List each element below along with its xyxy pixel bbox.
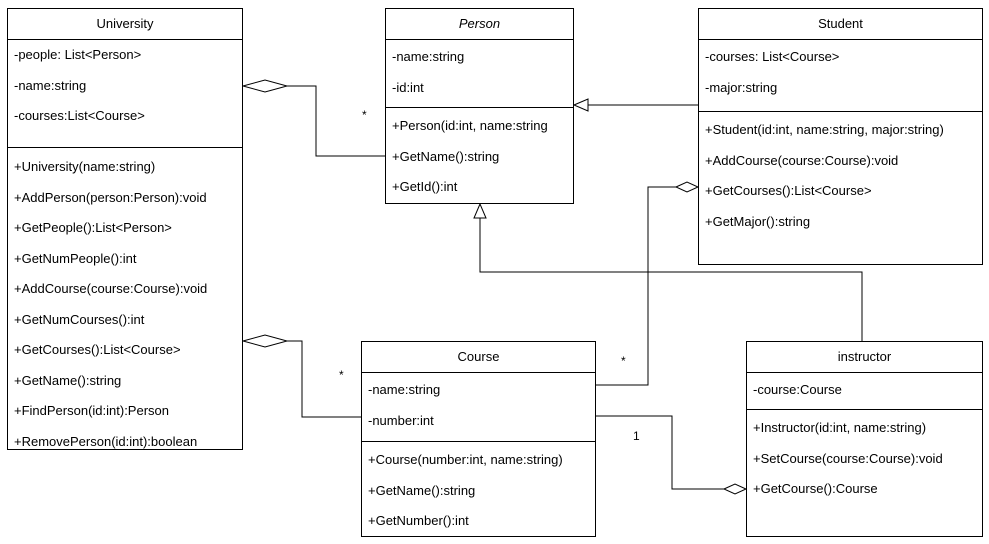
class-course-methods: +Course(number:int, name:string) +GetNam… <box>362 442 595 537</box>
class-course[interactable]: Course -name:string -number:int +Course(… <box>361 341 596 537</box>
class-student-methods: +Student(id:int, name:string, major:stri… <box>699 112 982 237</box>
method: +GetName():string <box>392 148 500 164</box>
attribute: -name:string <box>14 77 87 93</box>
method: +AddCourse(course:Course):void <box>14 281 208 296</box>
class-person[interactable]: Person -name:string -id:int +Person(id:i… <box>385 8 574 204</box>
attribute: -major:string <box>705 79 778 95</box>
attribute: -courses: List<Course> <box>705 49 840 64</box>
class-person-attributes: -name:string -id:int <box>386 40 573 108</box>
instructor-person-generalization-line <box>479 218 863 341</box>
method: +Student(id:int, name:string, major:stri… <box>705 122 944 137</box>
method: +FindPerson(id:int):Person <box>14 403 169 418</box>
multiplicity-student-course: * <box>621 354 626 368</box>
class-university-methods: +University(name:string) +AddPerson(pers… <box>8 148 242 457</box>
class-instructor-name: instructor <box>747 342 982 373</box>
method: +AddCourse(course:Course):void <box>705 152 899 168</box>
class-person-name: Person <box>386 9 573 40</box>
multiplicity-instructor-course: 1 <box>633 429 640 443</box>
class-university[interactable]: University -people: List<Person> -name:s… <box>7 8 243 450</box>
method: +GetId():int <box>392 179 458 194</box>
student-person-triangle <box>572 98 589 112</box>
class-student-name: Student <box>699 9 982 40</box>
class-university-name: University <box>8 9 242 40</box>
method: +GetNumber():int <box>368 513 469 528</box>
method: +GetPeople():List<Person> <box>14 220 172 235</box>
method: +Course(number:int, name:string) <box>368 452 563 467</box>
attribute: -people: List<Person> <box>14 47 142 62</box>
multiplicity-university-course: * <box>339 368 344 382</box>
instructor-course-aggregation-line <box>596 415 724 490</box>
class-person-methods: +Person(id:int, name:string +GetName():s… <box>386 108 573 203</box>
attribute: -name:string <box>368 382 441 397</box>
method: +GetNumPeople():int <box>14 250 137 266</box>
method: +GetMajor():string <box>705 213 811 229</box>
attribute: -number:int <box>368 412 434 428</box>
attribute: -courses:List<Course> <box>14 108 145 123</box>
method: +Person(id:int, name:string <box>392 118 548 133</box>
method: +RemovePerson(id:int):boolean <box>14 433 198 449</box>
class-instructor-methods: +Instructor(id:int, name:string) +SetCou… <box>747 410 982 505</box>
attribute: -name:string <box>392 49 465 64</box>
class-course-attributes: -name:string -number:int <box>362 373 595 442</box>
class-university-attributes: -people: List<Person> -name:string -cour… <box>8 40 242 148</box>
multiplicity-university-person: * <box>362 108 367 122</box>
instructor-person-triangle <box>473 202 487 219</box>
method: +GetCourse():Course <box>753 481 878 496</box>
method: +SetCourse(course:Course):void <box>753 450 943 466</box>
class-instructor[interactable]: instructor -course:Course +Instructor(id… <box>746 341 983 537</box>
attribute: -id:int <box>392 79 424 95</box>
student-course-aggregation-line <box>596 186 676 386</box>
attribute: -course:Course <box>753 382 842 397</box>
university-course-diamond <box>241 334 289 348</box>
method: +GetCourses():List<Course> <box>14 342 181 357</box>
method: +GetName():string <box>368 482 476 498</box>
student-course-diamond <box>674 181 700 193</box>
class-student-attributes: -courses: List<Course> -major:string <box>699 40 982 112</box>
university-person-diamond <box>241 79 289 93</box>
class-instructor-attributes: -course:Course <box>747 373 982 410</box>
method: +GetName():string <box>14 372 122 388</box>
university-course-aggregation-line <box>287 340 361 418</box>
method: +GetNumCourses():int <box>14 311 145 327</box>
method: +University(name:string) <box>14 159 156 174</box>
university-person-aggregation-line <box>287 85 385 157</box>
class-course-name: Course <box>362 342 595 373</box>
method: +Instructor(id:int, name:string) <box>753 420 927 435</box>
method: +AddPerson(person:Person):void <box>14 189 207 205</box>
instructor-course-diamond <box>722 483 748 495</box>
method: +GetCourses():List<Course> <box>705 183 872 198</box>
class-student[interactable]: Student -courses: List<Course> -major:st… <box>698 8 983 265</box>
